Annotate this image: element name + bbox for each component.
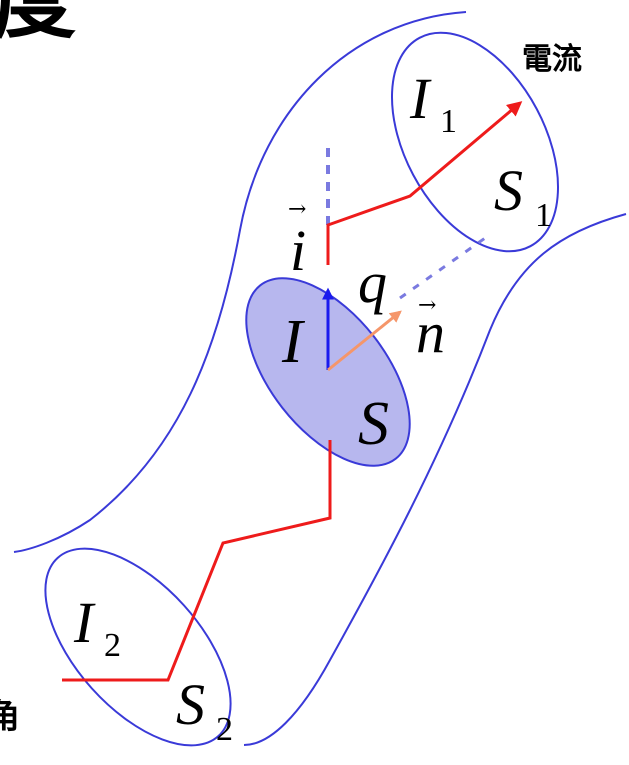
label-I1-subscript: 1: [440, 103, 457, 140]
title-fragment: 度: [0, 0, 76, 50]
current-label: 電流: [522, 42, 582, 77]
label-I2-subscript: 2: [104, 627, 121, 664]
tube-left-boundary: [13, 11, 467, 553]
current-path-upper: [326, 101, 523, 265]
cross-section-S: [245, 277, 411, 467]
label-i-vector: i: [290, 218, 306, 283]
label-q: q: [358, 250, 387, 315]
cross-section-S2: [44, 547, 232, 747]
label-i-vector-arrow: →: [288, 197, 306, 222]
n-axis-dotted-line: [399, 234, 489, 300]
label-I1: I: [409, 66, 432, 131]
label-n-vector: n: [416, 300, 445, 365]
current-path: [62, 440, 332, 682]
label-S1-subscript: 1: [535, 197, 552, 234]
label-S: S: [358, 390, 389, 458]
label-n-vector-arrow: →: [418, 293, 436, 318]
tube-right-boundary: [243, 213, 627, 746]
cross-section-S1: [391, 31, 559, 253]
label-S1: S: [494, 158, 523, 223]
normal-vector-n-arrow: [327, 310, 402, 372]
label-I2: I: [73, 590, 96, 655]
label-S2-subscript: 2: [216, 711, 233, 748]
label-S2: S: [176, 672, 205, 737]
corner-fragment: 角: [0, 697, 20, 737]
label-I: I: [281, 308, 306, 376]
